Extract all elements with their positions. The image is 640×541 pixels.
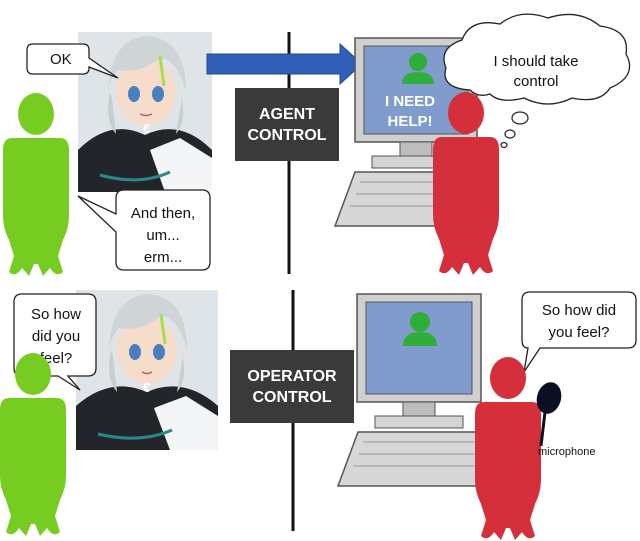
- thought-line-2: control: [513, 73, 558, 90]
- user-speech-bubble-top: And then, um... erm...: [77, 189, 211, 271]
- user-speech-line-1: And then,: [131, 205, 195, 222]
- agent-control-label: AGENT CONTROL: [235, 88, 339, 161]
- operator-figure-bottom: [475, 357, 541, 540]
- microphone-icon: [536, 382, 562, 447]
- operator-control-line-1: OPERATOR: [247, 368, 337, 385]
- operator-control-label: OPERATOR CONTROL: [230, 350, 354, 423]
- user-speech-line-3: erm...: [144, 249, 182, 266]
- user-speech-line-2: um...: [146, 227, 179, 244]
- screen-person-head-bottom: [410, 312, 430, 332]
- user-figure-top: [3, 93, 69, 276]
- svg-text:€: €: [143, 121, 150, 136]
- svg-text:€: €: [143, 380, 150, 395]
- microphone-label: microphone: [538, 446, 595, 458]
- request-arrow: [206, 42, 363, 86]
- operator-thought-bubble: I should take control: [443, 13, 631, 149]
- screen-person-head-top: [409, 53, 427, 71]
- monitor-bottom: [336, 293, 500, 487]
- user-person-icon: [3, 93, 69, 276]
- agent-control-line-1: AGENT: [259, 106, 315, 123]
- screen-alert-line-2: HELP!: [388, 113, 433, 130]
- user-figure-bottom: [0, 353, 66, 536]
- screen-alert-line-1: I NEED: [385, 93, 435, 110]
- screen-person-body-top: [402, 72, 434, 84]
- operator-speech-line-1: So how did: [542, 302, 616, 319]
- operator-person-icon-bottom: [475, 357, 541, 540]
- operator-control-line-2: CONTROL: [252, 389, 331, 406]
- screen-person-body-bottom: [403, 332, 437, 346]
- operator-speech-line-2: you feel?: [549, 324, 610, 341]
- operator-speech-bubble: So how did you feel?: [521, 291, 637, 373]
- user-person-icon-bottom: [0, 353, 66, 536]
- agent-control-line-2: CONTROL: [247, 127, 326, 144]
- avatar-speech-line-2: did you: [32, 328, 80, 345]
- avatar-speech-text-top: OK: [50, 51, 72, 68]
- avatar-image-top: €: [78, 32, 212, 192]
- avatar-speech-line-1: So how: [31, 306, 81, 323]
- thought-line-1: I should take: [493, 53, 578, 70]
- avatar-image-bottom: €: [76, 290, 218, 450]
- avatar-speech-bubble-top: OK: [26, 43, 119, 79]
